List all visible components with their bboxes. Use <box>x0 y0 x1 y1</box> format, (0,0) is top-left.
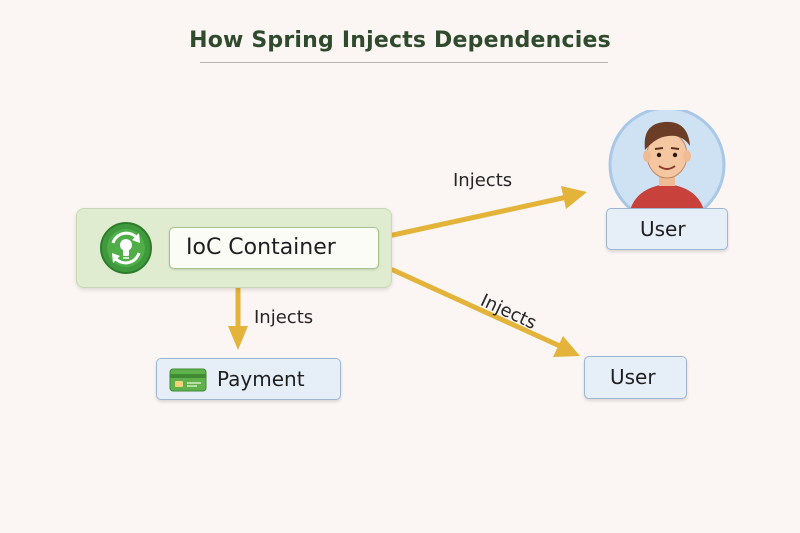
diagram-title: How Spring Injects Dependencies <box>189 28 611 53</box>
ioc-container-node[interactable]: IoC Container <box>76 208 392 288</box>
payment-label: Payment <box>217 367 305 391</box>
user-node-bottom[interactable]: User <box>584 356 687 399</box>
arrow-to-user-bottom <box>390 267 580 357</box>
user-label: User <box>640 217 686 241</box>
arrow-to-user-top <box>390 186 587 238</box>
payment-node[interactable]: Payment <box>156 358 341 400</box>
credit-card-icon <box>169 368 207 392</box>
title-underline <box>200 62 608 63</box>
user-node-top[interactable]: User <box>606 208 728 250</box>
person-avatar-icon <box>608 110 726 214</box>
ioc-container-label: IoC Container <box>186 235 336 260</box>
recycle-lightbulb-icon <box>100 222 152 274</box>
edge-label-user-top: Injects <box>453 170 513 191</box>
edge-label-payment: Injects <box>254 307 314 328</box>
ioc-container-label-box: IoC Container <box>169 227 379 269</box>
user-label: User <box>610 365 656 389</box>
arrow-to-payment <box>228 286 248 350</box>
